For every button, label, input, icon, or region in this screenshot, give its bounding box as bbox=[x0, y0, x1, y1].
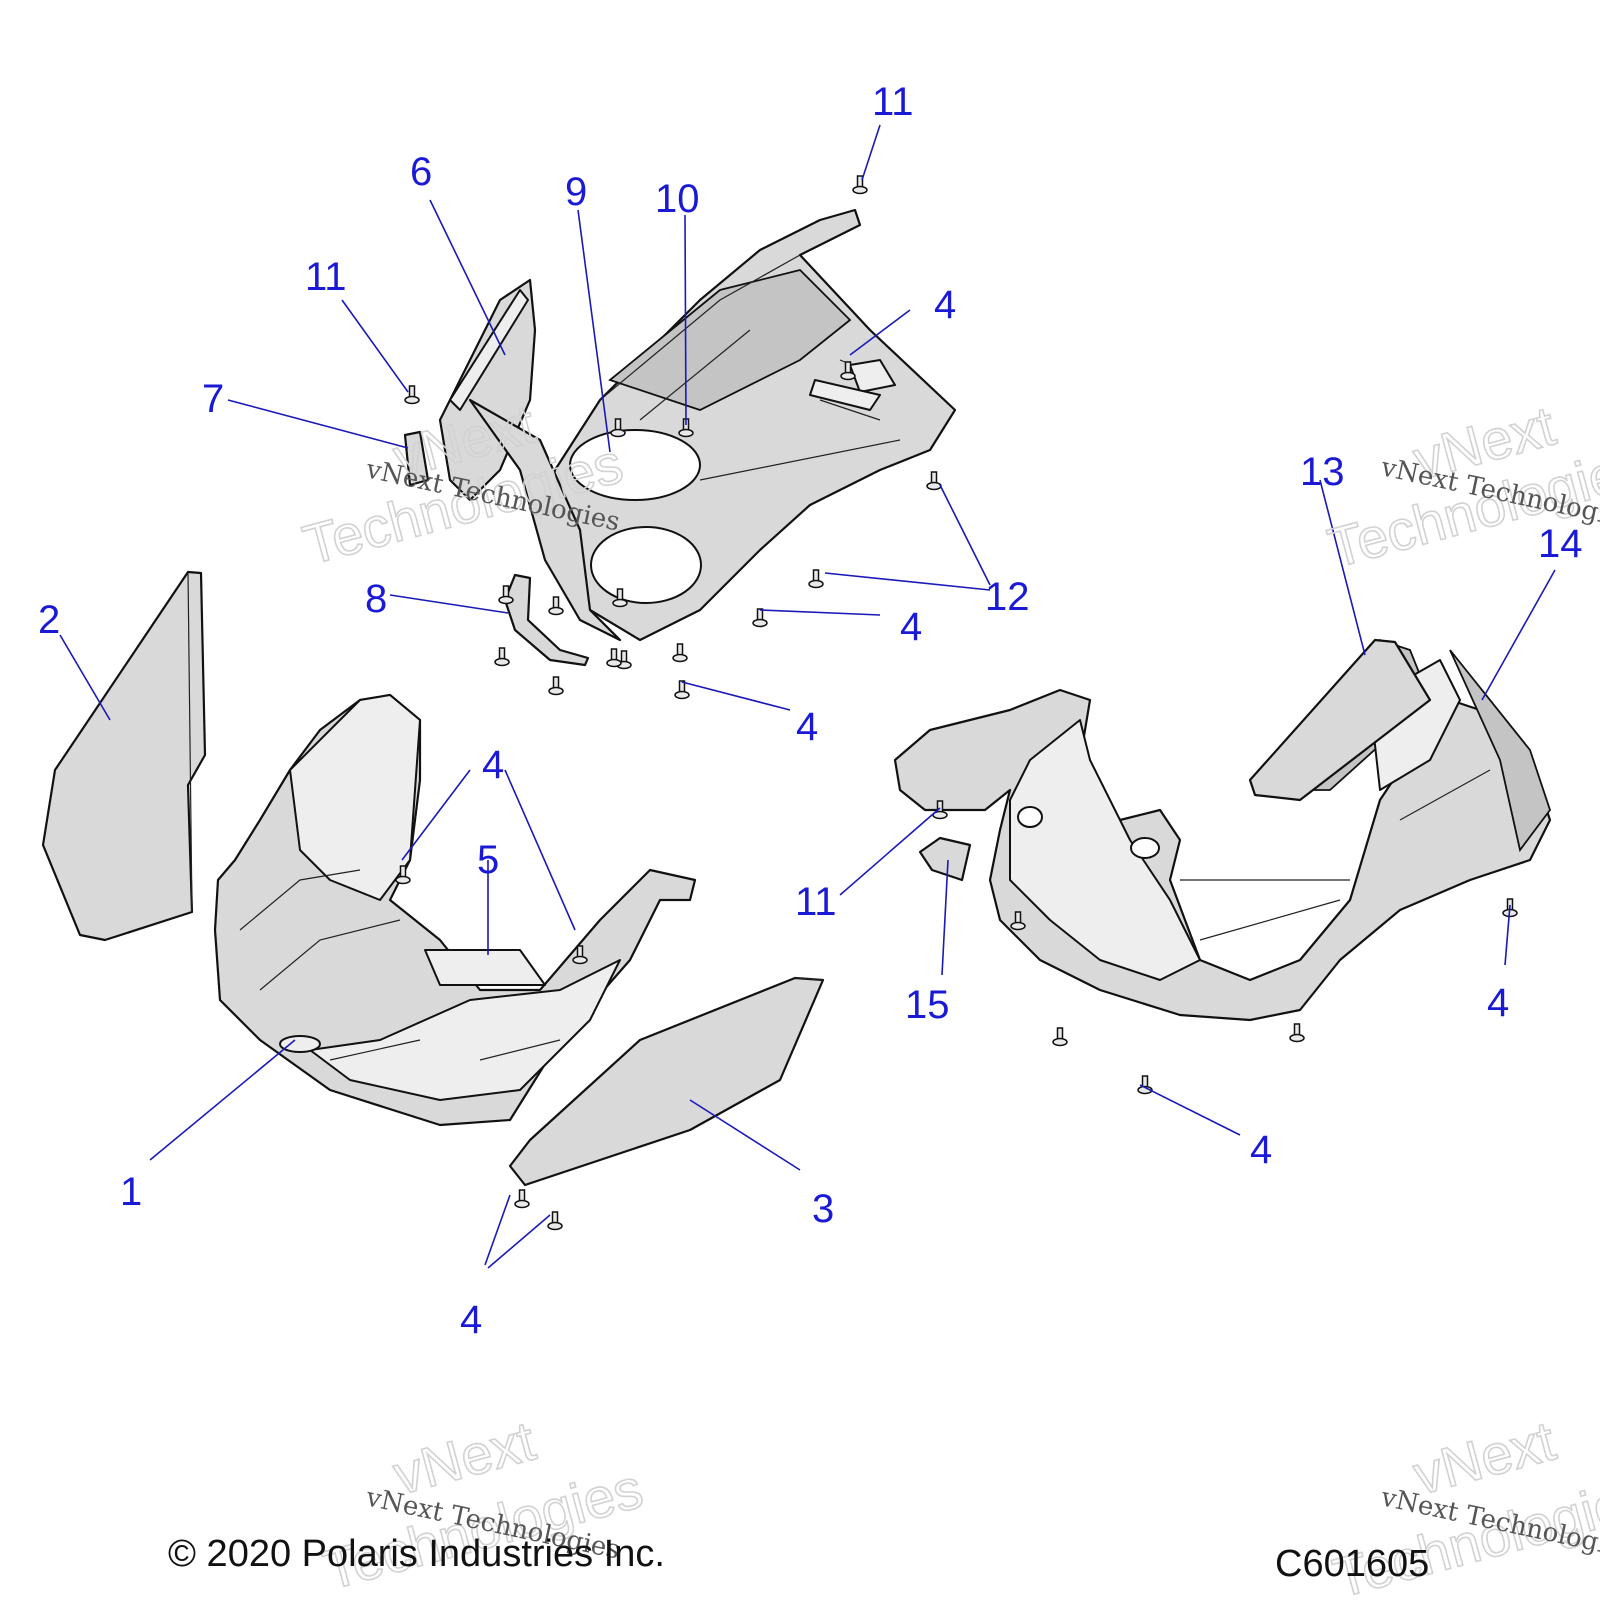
fastener-icon bbox=[1010, 911, 1026, 931]
callout-4-frame-bottom: 4 bbox=[1250, 1128, 1272, 1172]
callout-15: 15 bbox=[905, 983, 950, 1027]
callout-3: 3 bbox=[812, 1187, 834, 1231]
callout-14: 14 bbox=[1538, 522, 1583, 566]
callout-labels: 1 2 3 4 4 4 4 4 4 4 5 6 7 8 9 10 11 11 1… bbox=[38, 80, 1583, 1342]
callout-4-body: 4 bbox=[482, 743, 504, 787]
fasteners bbox=[395, 175, 1518, 1231]
part-6-side-panel bbox=[438, 278, 622, 642]
callout-5: 5 bbox=[477, 838, 499, 882]
fastener-icon bbox=[606, 648, 622, 668]
fastener-icon bbox=[404, 385, 420, 405]
callout-2: 2 bbox=[38, 598, 60, 642]
fastener-icon bbox=[610, 418, 626, 438]
callout-7: 7 bbox=[202, 377, 224, 421]
fastener-icon bbox=[674, 680, 690, 700]
fastener-icon bbox=[672, 643, 688, 663]
callout-4-upper-right: 4 bbox=[934, 283, 956, 327]
callout-12: 12 bbox=[985, 575, 1030, 619]
fastener-icon bbox=[494, 647, 510, 667]
part-upper-floor-pan bbox=[543, 208, 957, 642]
part-2-left-panel bbox=[41, 570, 207, 942]
fastener-icon bbox=[1289, 1023, 1305, 1043]
figure-code: C601605 bbox=[1275, 1543, 1429, 1585]
callout-11-left: 11 bbox=[305, 255, 347, 299]
fastener-icon bbox=[572, 945, 588, 965]
part-1-front-lower-body bbox=[213, 693, 697, 1127]
copyright-text: © 2020 Polaris Industries Inc. bbox=[168, 1533, 665, 1575]
fastener-icon bbox=[1052, 1027, 1068, 1047]
part-right-front-frame bbox=[893, 638, 1552, 1022]
callout-13: 13 bbox=[1300, 450, 1345, 494]
callout-10: 10 bbox=[655, 177, 700, 221]
fastener-icon bbox=[852, 175, 868, 195]
callout-4-floor-right: 4 bbox=[900, 605, 922, 649]
part-7-bracket bbox=[403, 430, 430, 487]
callout-4-floor-bottom: 4 bbox=[796, 705, 818, 749]
fastener-icon bbox=[498, 585, 514, 605]
fastener-icon bbox=[514, 1189, 530, 1209]
callout-1: 1 bbox=[120, 1170, 142, 1214]
callout-6: 6 bbox=[410, 150, 432, 194]
fastener-icon bbox=[808, 569, 824, 589]
callout-4-panel-bottom: 4 bbox=[460, 1298, 482, 1342]
part-3-right-panel bbox=[508, 976, 825, 1187]
part-8-bracket bbox=[503, 573, 590, 667]
fastener-icon bbox=[752, 608, 768, 628]
callout-11-top: 11 bbox=[872, 80, 914, 124]
callout-8: 8 bbox=[365, 577, 387, 621]
fastener-icon bbox=[547, 1211, 563, 1231]
callout-4-right-frame: 4 bbox=[1487, 981, 1509, 1025]
fastener-icon bbox=[548, 596, 564, 616]
callout-9: 9 bbox=[565, 170, 587, 214]
fastener-icon bbox=[395, 865, 411, 885]
leader-lines bbox=[59, 124, 1556, 1269]
callout-11-right: 11 bbox=[795, 880, 837, 924]
fastener-icon bbox=[612, 588, 628, 608]
fastener-icon bbox=[1137, 1075, 1153, 1095]
fastener-icon bbox=[926, 471, 942, 491]
fastener-icon bbox=[840, 361, 856, 381]
part-13-pad bbox=[1248, 638, 1432, 802]
fastener-icon bbox=[548, 676, 564, 696]
part-15-block bbox=[918, 836, 972, 882]
